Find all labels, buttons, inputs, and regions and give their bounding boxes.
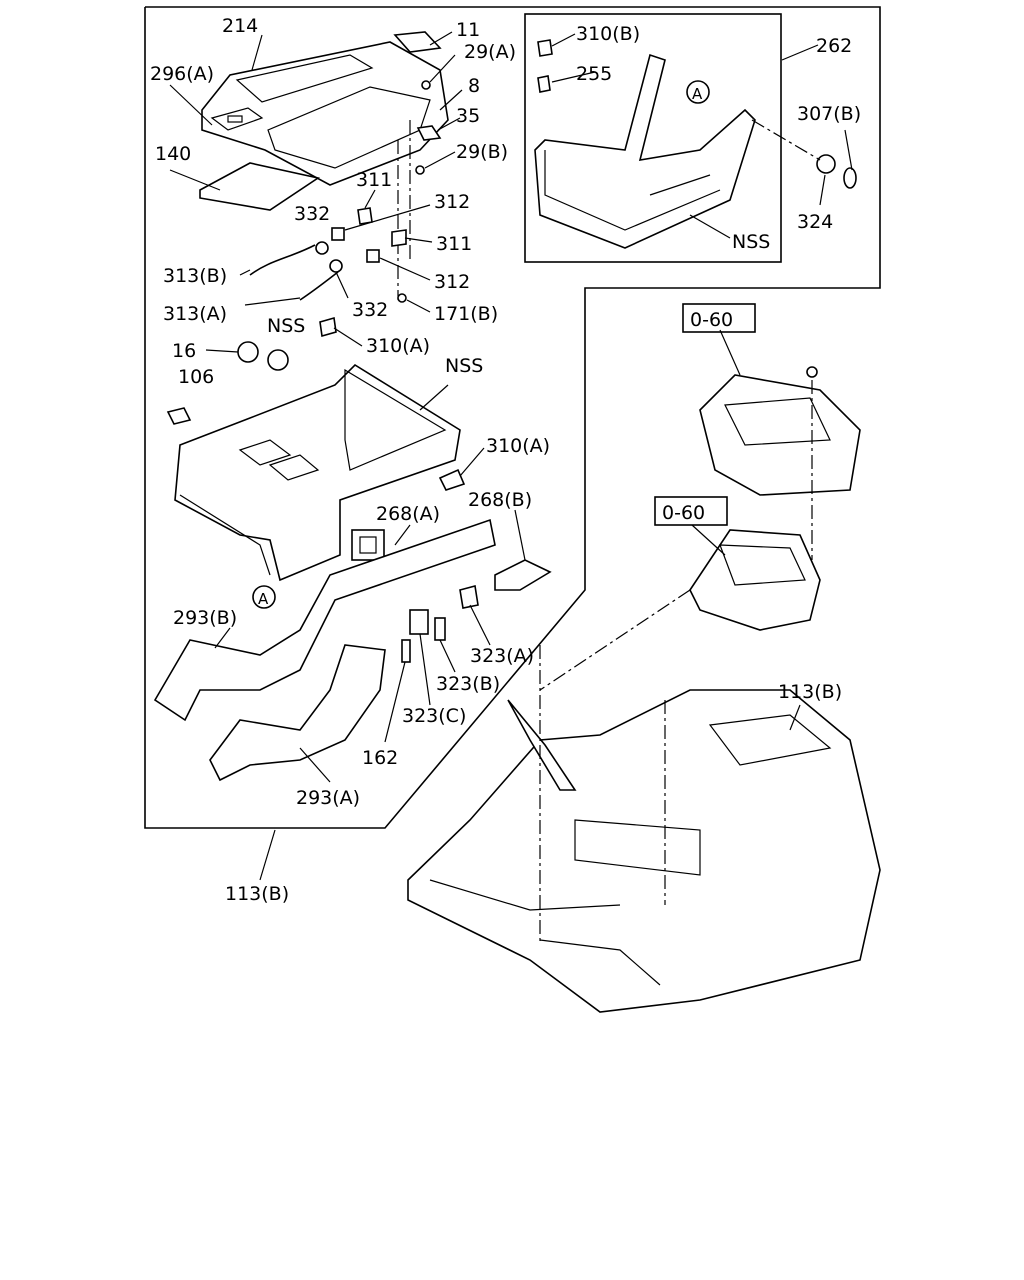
label-307b: 307(B) [797, 103, 861, 125]
grommet-324 [816, 154, 836, 174]
grommet-332-a [315, 241, 329, 255]
cable-313b [249, 244, 316, 276]
pad-162 [401, 639, 411, 663]
label-310a-2: 310(A) [486, 435, 550, 457]
console-cover-214 [201, 41, 449, 186]
label-310b: 310(B) [576, 23, 640, 45]
label-311-b: 311 [436, 233, 472, 255]
label-293b: 293(B) [173, 607, 237, 629]
cable-313a [299, 271, 339, 301]
circle-marker-a-2 [686, 80, 710, 104]
screw-29b [415, 165, 425, 175]
clip-323a [459, 584, 479, 609]
clip-323c [409, 609, 429, 635]
label-circle-a-2: A [692, 85, 703, 103]
clip-311-a [357, 207, 373, 225]
bracket-268a [351, 529, 385, 561]
label-nss-1: NSS [267, 315, 305, 337]
bracket-assembly-262 [534, 53, 756, 249]
label-311-a: 311 [356, 169, 392, 191]
label-16: 16 [172, 340, 196, 362]
label-310a-1: 310(A) [366, 335, 430, 357]
bracket-11 [393, 31, 442, 53]
main-frame [144, 6, 881, 829]
ref-box-060-top [682, 303, 756, 333]
clip-310a-top [319, 316, 337, 338]
label-nss-3: NSS [732, 231, 770, 253]
clip-311-b [391, 229, 407, 247]
label-29b: 29(B) [456, 141, 508, 163]
tray-140 [199, 162, 321, 211]
clip-312-a [331, 227, 345, 241]
label-162: 162 [362, 747, 398, 769]
label-313a: 313(A) [163, 303, 227, 325]
grommet-332-b [329, 259, 343, 273]
label-113b-right: 113(B) [778, 681, 842, 703]
lid-assembly [699, 374, 861, 496]
label-29a: 29(A) [464, 41, 516, 63]
knob-16 [237, 341, 259, 363]
label-nss-2: NSS [445, 355, 483, 377]
label-293a: 293(A) [296, 787, 360, 809]
leader-lines [169, 31, 853, 881]
control-module [689, 529, 821, 631]
label-060-top: 0-60 [690, 309, 733, 331]
clip-310a-side [438, 468, 466, 491]
bolt-top [806, 366, 818, 378]
label-8: 8 [468, 75, 480, 97]
label-312-a: 312 [434, 191, 470, 213]
label-332-b: 332 [352, 299, 388, 321]
clip-35 [416, 125, 442, 141]
inset-frame [524, 13, 782, 263]
label-296a: 296(A) [150, 63, 214, 85]
console-body [174, 363, 461, 582]
label-262: 262 [816, 35, 852, 57]
label-323a: 323(A) [470, 645, 534, 667]
label-171b: 171(B) [434, 303, 498, 325]
label-140: 140 [155, 143, 191, 165]
clip-312-b [366, 249, 380, 263]
label-113b-bottom: 113(B) [225, 883, 289, 905]
label-106: 106 [178, 366, 214, 388]
screw-29a [421, 80, 431, 90]
floor-console [407, 689, 881, 1013]
cap-307b [843, 167, 857, 189]
label-214: 214 [222, 15, 258, 37]
label-324: 324 [797, 211, 833, 233]
bracket-268b [494, 559, 552, 591]
label-323b: 323(B) [436, 673, 500, 695]
label-268a: 268(A) [376, 503, 440, 525]
label-255: 255 [576, 63, 612, 85]
label-35: 35 [456, 105, 480, 127]
clip-310b [537, 39, 553, 57]
label-060-mid: 0-60 [662, 502, 705, 524]
label-312-b: 312 [434, 271, 470, 293]
duct-293a [209, 644, 386, 782]
clip-255 [537, 75, 551, 93]
clip-106 [166, 407, 192, 425]
label-313b: 313(B) [163, 265, 227, 287]
label-circle-a-1: A [258, 590, 269, 608]
label-323c: 323(C) [402, 705, 466, 727]
duct-293b [153, 518, 496, 722]
label-332-a: 332 [294, 203, 330, 225]
label-11: 11 [456, 19, 480, 41]
clip-323b [434, 617, 446, 641]
circle-marker-a-1 [252, 585, 276, 609]
screw-171b [397, 293, 407, 303]
cap-nss [267, 349, 289, 371]
label-268b: 268(B) [468, 489, 532, 511]
ref-box-060-mid [654, 496, 728, 526]
